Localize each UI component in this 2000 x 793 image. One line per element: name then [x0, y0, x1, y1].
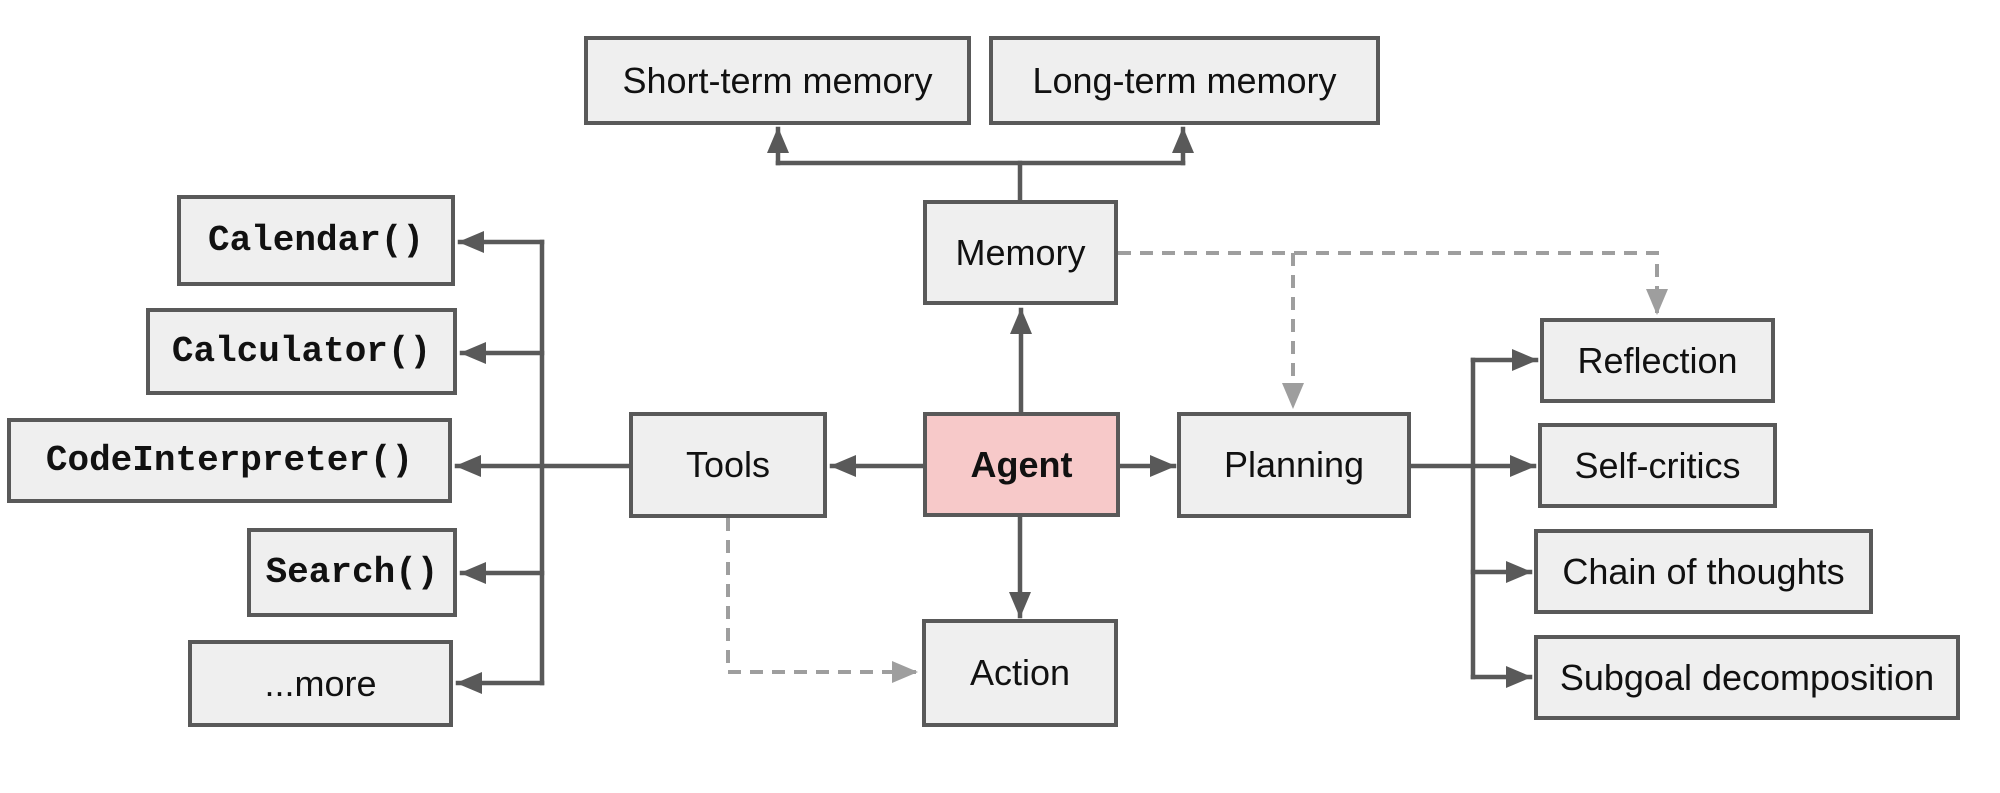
node-chain-of-thoughts-label: Chain of thoughts: [1562, 550, 1845, 592]
node-subgoal-decomposition: Subgoal decomposition: [1534, 635, 1960, 720]
node-short-term-memory-label: Short-term memory: [622, 59, 933, 101]
node-reflection: Reflection: [1540, 318, 1775, 403]
node-tools: Tools: [629, 412, 827, 518]
node-short-term-memory: Short-term memory: [584, 36, 971, 125]
node-calendar: Calendar(): [177, 195, 455, 286]
node-subgoal-decomposition-label: Subgoal decomposition: [1559, 656, 1935, 698]
edge-tools-action-dashed: [726, 518, 918, 683]
node-calendar-label: Calendar(): [207, 219, 425, 261]
node-action: Action: [922, 619, 1118, 727]
node-long-term-memory: Long-term memory: [989, 36, 1380, 125]
node-memory: Memory: [923, 200, 1118, 305]
node-memory-label: Memory: [955, 231, 1086, 273]
node-calculator: Calculator(): [146, 308, 457, 395]
node-more: ...more: [188, 640, 453, 727]
node-planning-label: Planning: [1223, 444, 1365, 485]
node-self-critics: Self-critics: [1538, 423, 1777, 508]
node-tools-label: Tools: [685, 444, 771, 485]
node-code-interpreter: CodeInterpreter(): [7, 418, 452, 503]
node-search: Search(): [247, 528, 457, 617]
node-search-label: Search(): [265, 551, 439, 593]
edge-memory-reflection-dashed: [1118, 251, 1668, 315]
node-action-label: Action: [969, 652, 1071, 693]
node-long-term-memory-label: Long-term memory: [1032, 59, 1337, 101]
node-agent-label: Agent: [970, 443, 1073, 485]
node-agent: Agent: [923, 412, 1120, 517]
node-more-label: ...more: [264, 662, 377, 704]
node-chain-of-thoughts: Chain of thoughts: [1534, 529, 1873, 614]
node-self-critics-label: Self-critics: [1574, 444, 1741, 486]
node-planning: Planning: [1177, 412, 1411, 518]
node-calculator-label: Calculator(): [171, 330, 432, 372]
node-code-interpreter-label: CodeInterpreter(): [45, 439, 414, 481]
node-reflection-label: Reflection: [1577, 339, 1738, 381]
